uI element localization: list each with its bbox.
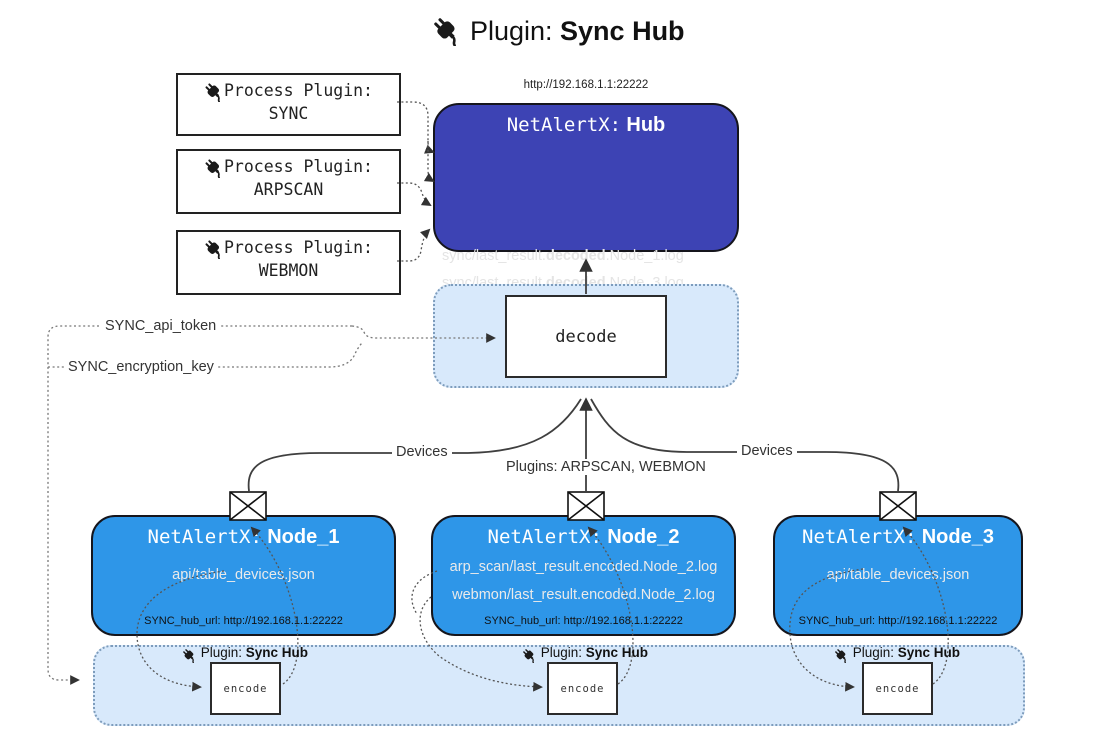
- process-plugin-label: Process Plugin:: [223, 81, 373, 100]
- node-hub-url: SYNC_hub_url: http://192.168.1.1:22222: [798, 615, 998, 627]
- hub-title: NetAlertX: Hub: [435, 114, 737, 137]
- node-file-line: api/table_devices.json: [172, 567, 315, 583]
- hub-title-prefix: NetAlertX:: [506, 114, 622, 136]
- plug-icon: [520, 646, 539, 665]
- node-hub-url: SYNC_hub_url: http://192.168.1.1:22222: [144, 615, 343, 627]
- plug-icon: [202, 156, 226, 181]
- hub-url-label: http://192.168.1.1:22222: [523, 79, 649, 91]
- plug-icon: [832, 646, 851, 665]
- encode-box-3: encode: [862, 662, 933, 715]
- page-title: Plugin: Sync Hub: [0, 13, 1117, 50]
- process-plugin-name: WEBMON: [258, 261, 319, 280]
- hub-title-name: Hub: [626, 114, 666, 136]
- node-title: NetAlertX: Node_3: [802, 526, 994, 548]
- edge-label-devices-right: Devices: [737, 443, 797, 459]
- plugin-hub-links: [397, 101, 435, 262]
- node-title: NetAlertX: Node_2: [487, 526, 680, 548]
- node-file-line: api/table_devices.json: [826, 567, 970, 583]
- process-plugin-label: Process Plugin:: [223, 157, 373, 176]
- process-plugin-webmon-box: Process Plugin: WEBMON: [176, 230, 401, 295]
- decode-box: decode: [505, 295, 667, 378]
- plugin-badge-1: Plugin: Sync Hub: [170, 645, 320, 665]
- encode-box-1: encode: [210, 662, 281, 715]
- node-hub-url: SYNC_hub_url: http://192.168.1.1:22222: [484, 615, 683, 627]
- encode-box-2: encode: [547, 662, 618, 715]
- edge-label-devices-left: Devices: [392, 444, 452, 460]
- process-plugin-name: SYNC: [268, 104, 309, 123]
- node-title: NetAlertX: Node_1: [147, 526, 340, 548]
- plugin-badge-3: Plugin: Sync Hub: [822, 645, 972, 665]
- hub-file-line: sync/last_result.decoded.Node_1.log: [442, 248, 684, 264]
- node-file-line: arp_scan/last_result.encoded.Node_2.log: [449, 559, 718, 575]
- plugin-badge-2: Plugin: Sync Hub: [510, 645, 660, 665]
- node-file-line: webmon/last_result.encoded.Node_2.log: [452, 587, 715, 603]
- plug-icon: [180, 646, 199, 665]
- page-title-prefix: Plugin:: [469, 16, 553, 46]
- plug-icon: [430, 13, 466, 50]
- page-title-name: Sync Hub: [560, 16, 685, 46]
- hub-box: NetAlertX: Hub sync/last_result.decoded.…: [433, 103, 739, 338]
- process-plugin-label: Process Plugin:: [223, 238, 373, 257]
- sync-api-token-label: SYNC_api_token: [101, 318, 221, 334]
- node-2-box: NetAlertX: Node_2 arp_scan/last_result.e…: [431, 515, 736, 636]
- process-plugin-sync-box: Process Plugin: SYNC: [176, 73, 401, 136]
- edge-label-plugins: Plugins: ARPSCAN, WEBMON: [502, 459, 710, 475]
- process-plugin-arpscan-box: Process Plugin: ARPSCAN: [176, 149, 401, 214]
- process-plugin-name: ARPSCAN: [253, 180, 324, 199]
- node-3-box: NetAlertX: Node_3 api/table_devices.json…: [773, 515, 1023, 636]
- node-1-box: NetAlertX: Node_1 api/table_devices.json…: [91, 515, 396, 636]
- sync-encryption-key-label: SYNC_encryption_key: [64, 359, 218, 375]
- plug-icon: [202, 237, 226, 262]
- plug-icon: [202, 80, 226, 105]
